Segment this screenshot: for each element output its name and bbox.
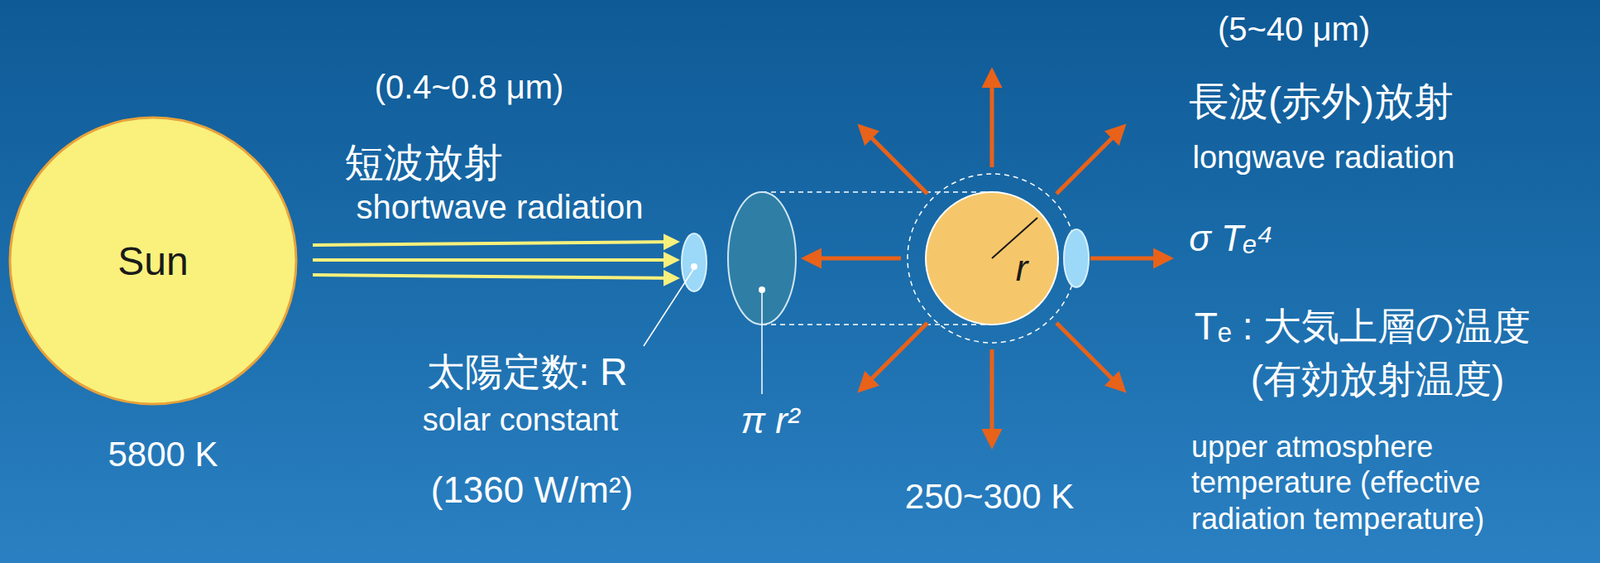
quantity-value: (1360 W/m²) — [431, 468, 633, 513]
incident-disk — [643, 233, 707, 346]
longwave-arrows — [804, 71, 1170, 446]
node-outline — [922, 188, 1062, 328]
temperature-value: 250~300 K — [905, 475, 1074, 518]
symbol-definition: (有効放射温度) — [1250, 356, 1505, 403]
quantity-name: 太陽定数: R — [426, 349, 628, 395]
flux-formula: σ Tₑ⁴ — [1188, 216, 1274, 261]
radiation-name: 長波(赤外)放射 — [1188, 77, 1454, 126]
area-formula: π r² — [740, 398, 800, 443]
symbol-definition: upper atmosphere temperature (effective … — [1191, 428, 1591, 537]
wavelength-range: (0.4~0.8 μm) — [374, 67, 565, 107]
sun-circle: Sun — [5, 113, 301, 408]
emitting-disk — [1063, 229, 1089, 288]
symbol-definition: Tₑ : 大気上層の温度 — [1194, 303, 1532, 350]
wavelength-range: (5~40 μm) — [1217, 9, 1371, 49]
shortwave-arrows — [312, 241, 677, 278]
radiation-name: longwave radiation — [1192, 138, 1456, 178]
earth-circle: r — [922, 188, 1062, 328]
atmosphere-outline — [907, 173, 1077, 343]
radiation-name: shortwave radiation — [356, 186, 644, 227]
radiation-name: 短波放射 — [344, 138, 503, 187]
node-label: r — [1015, 247, 1029, 289]
quantity-name: solar constant — [422, 401, 619, 440]
node-label: Sun — [117, 238, 188, 284]
temperature-value: 5800 K — [107, 433, 218, 475]
